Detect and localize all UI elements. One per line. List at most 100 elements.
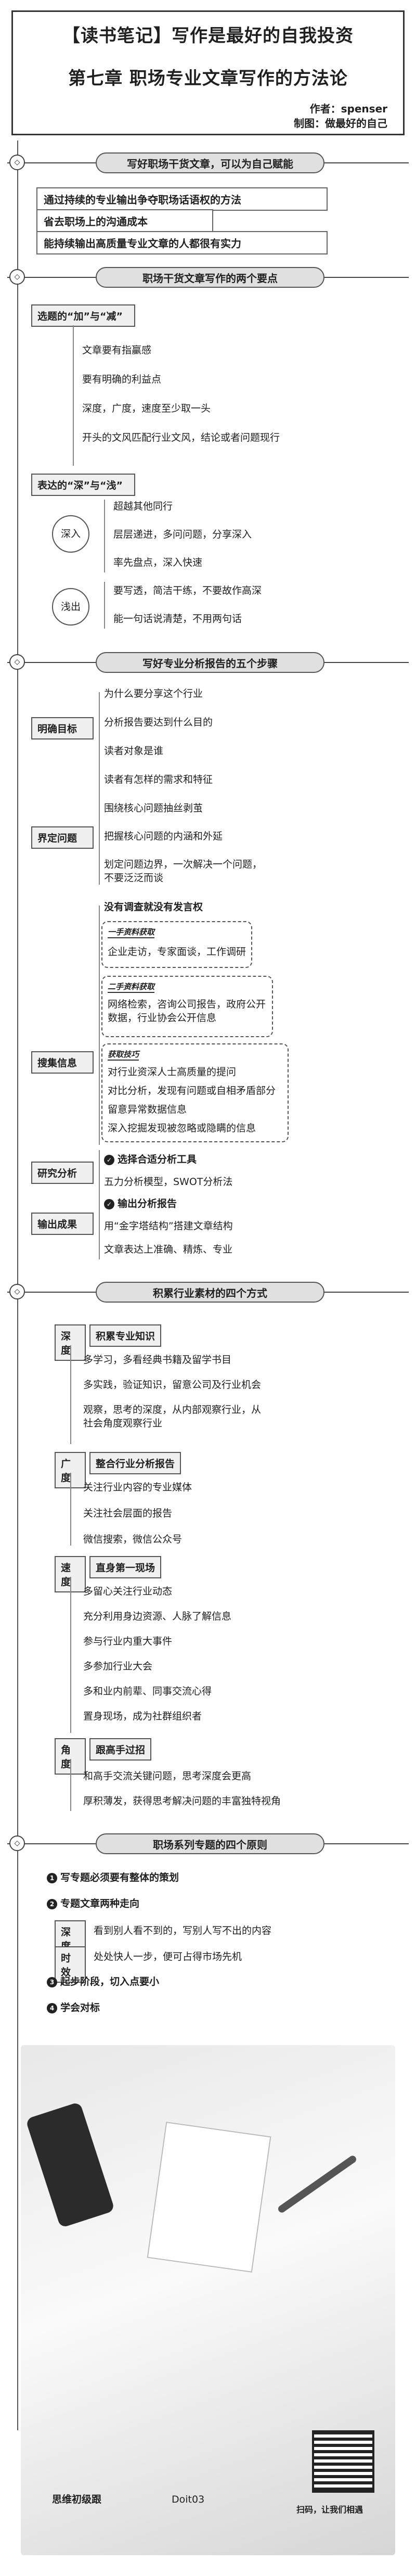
speed-item: 多留心关注行业动态 — [83, 1586, 173, 1597]
research-head-text: 选择合适分析工具 — [118, 1154, 197, 1165]
s1-item-1: 通过持续的专业输出争夺职场话语权的方法 — [36, 187, 328, 211]
speed-item: 多和业内前辈、同事交流心得 — [83, 1686, 212, 1697]
first-hand-item: 企业走访，专家面谈，工作调研 — [108, 946, 246, 958]
skill-item: 深入挖掘发现被忽略或隐瞒的信息 — [108, 1123, 256, 1134]
deep-head: 积累专业知识 — [89, 1324, 162, 1347]
author: 作者：spenser — [309, 103, 387, 115]
section-5-bar: ◇ 职场系列专题的四个原则 — [7, 1832, 409, 1856]
speed-item: 多参加行业大会 — [83, 1661, 153, 1672]
shallow-item: 要写透，简洁干练，不要故作高深 — [113, 585, 262, 596]
brand-name: 思维初级跟 — [52, 2494, 102, 2505]
deep-item: 层层递进，多问问题，分享深入 — [113, 529, 252, 540]
number-badge: 2 — [47, 1898, 57, 1909]
wide-head: 整合行业分析报告 — [89, 1452, 181, 1474]
connector — [70, 1473, 71, 1546]
chapter-title: 第七章 职场专业文章写作的方法论 — [68, 68, 348, 89]
skill-item: 对比分析，发现有问题或自相矛盾部分 — [108, 1085, 276, 1096]
define-item: 把握核心问题的内涵和外延 — [104, 831, 223, 842]
section-4-label: 积累行业素材的四个方式 — [96, 1282, 324, 1303]
deep-circle: 深入 — [52, 515, 89, 553]
deep-item: 超越其他同行 — [113, 501, 173, 512]
s3-intro: 为什么要分享这个行业 — [104, 688, 203, 699]
shallow-item: 能一句话说清楚，不用两句话 — [113, 613, 242, 624]
section-marker-icon: ◇ — [9, 1284, 25, 1299]
pen-icon — [277, 2154, 358, 2214]
principle-text: 起步阶段，切入点要小 — [60, 1976, 160, 1987]
time-tag: 时效 — [55, 1946, 86, 1983]
scan-text: 扫码，让我们相遇 — [296, 2505, 363, 2515]
number-badge: 4 — [47, 2003, 57, 2013]
notebook-icon — [147, 2122, 271, 2273]
connector — [99, 1150, 100, 1259]
collect-head: 没有调查就没有发言权 — [104, 901, 203, 913]
skill-item: 对行业资深人士高质量的提问 — [108, 1066, 237, 1078]
research-head: ✓ 选择合适分析工具 — [104, 1153, 197, 1166]
s2-topic-item: 开头的文风匹配行业文风，结论或者问题现行 — [82, 432, 280, 443]
section-marker-icon: ◇ — [9, 269, 25, 285]
second-hand-title: 二手资料获取 — [108, 981, 155, 993]
shallow-circle: 浅出 — [52, 588, 89, 626]
connector — [70, 1345, 71, 1444]
second-hand-box: 二手资料获取 网络检索，咨询公司报告，政府公开数据，行业协会公开信息 — [101, 976, 273, 1037]
depth-text: 看到别人看不到的，写别人写不出的内容 — [94, 1925, 272, 1936]
section-4-bar: ◇ 积累行业素材的四个方式 — [7, 1280, 409, 1304]
s2-expression-tag: 表达的“深”与“浅” — [31, 474, 135, 496]
number-badge: 3 — [47, 1976, 57, 1987]
wide-item: 微信搜索，微信公众号 — [83, 1534, 183, 1545]
skill-item: 留意异常数据信息 — [108, 1104, 187, 1115]
first-hand-box: 一手资料获取 企业走访，专家面谈，工作调研 — [101, 921, 252, 968]
time-text: 处处快人一步，便可占得市场先机 — [94, 1951, 242, 1962]
wide-item: 关注社会层面的报告 — [83, 1508, 173, 1519]
connector — [99, 692, 100, 827]
qr-code-icon[interactable] — [312, 2430, 374, 2493]
check-icon: ✓ — [104, 1198, 114, 1209]
deep-item: 多实践，验证知识，留意公司及行业机会 — [83, 1379, 262, 1391]
section-marker-icon: ◇ — [9, 155, 25, 170]
title-box: 【读书笔记】写作是最好的自我投资 第七章 职场专业文章写作的方法论 作者：spe… — [11, 10, 405, 135]
section-marker-icon: ◇ — [9, 1835, 25, 1851]
s2-topic-tag: 选题的“加”与“减” — [31, 304, 135, 327]
section-2-bar: ◇ 职场干货文章写作的两个要点 — [7, 265, 409, 289]
wechat-id: Doit03 — [172, 2494, 205, 2505]
research-tag: 研究分析 — [31, 1162, 94, 1184]
output-item: 文章表达上准确、精炼、专业 — [104, 1244, 233, 1255]
check-icon: ✓ — [104, 1154, 114, 1165]
connector — [104, 500, 105, 572]
goal-item: 读者对象是谁 — [104, 745, 164, 757]
define-item: 围绕核心问题抽丝剥茧 — [104, 802, 203, 814]
footer-photo: 思维初级跟 Doit03 扫码，让我们相遇 — [21, 2045, 395, 2555]
connector — [99, 906, 100, 1145]
output-tag: 输出成果 — [31, 1213, 94, 1235]
speed-item: 参与行业内重大事件 — [83, 1636, 173, 1647]
connector — [70, 1759, 71, 1811]
collect-tag: 搜集信息 — [31, 1051, 94, 1074]
goal-item: 读者有怎样的需求和特征 — [104, 774, 213, 785]
s1-item-3: 能持续输出高质量专业文章的人都很有实力 — [36, 231, 328, 254]
principle-text: 专题文章两种走向 — [60, 1898, 140, 1909]
maker: 制图：做最好的自己 — [294, 117, 387, 130]
skill-box: 获取技巧 对行业资深人士高质量的提问 对比分析，发现有问题或自相矛盾部分 留意异… — [101, 1043, 289, 1142]
angle-item: 厚积薄发，获得思考解决问题的丰富独特视角 — [83, 1795, 281, 1807]
speed-tag: 速度 — [55, 1556, 86, 1592]
research-item: 五力分析模型，SWOT分析法 — [104, 1176, 233, 1188]
output-head-text: 输出分析报告 — [118, 1198, 177, 1209]
deep-item: 多学习，多看经典书籍及留学书目 — [83, 1354, 232, 1366]
book-title: 【读书笔记】写作是最好的自我投资 — [62, 25, 354, 46]
number-badge: 1 — [47, 1872, 57, 1883]
connector — [70, 1577, 71, 1733]
deep-item: 观察，思考的深度，从内部观察行业，从社会角度观察行业 — [83, 1404, 262, 1429]
speed-item: 充分利用身边资源、人脉了解信息 — [83, 1611, 232, 1622]
section-5-label: 职场系列专题的四个原则 — [96, 1833, 324, 1854]
deep-item: 率先盘点，深入快速 — [113, 557, 203, 568]
s2-topic-item: 文章要有指臝感 — [82, 345, 152, 356]
principle-text: 学会对标 — [60, 2002, 100, 2013]
goal-tag: 明确目标 — [31, 717, 94, 739]
phone-icon — [25, 2101, 115, 2228]
s2-topic-item: 深度，广度，速度至少取一头 — [82, 403, 211, 414]
skill-title: 获取技巧 — [108, 1049, 139, 1061]
angle-head: 跟高手过招 — [89, 1738, 152, 1761]
section-1-bar: ◇ 写好职场干货文章，可以为自己赋能 — [7, 151, 409, 175]
